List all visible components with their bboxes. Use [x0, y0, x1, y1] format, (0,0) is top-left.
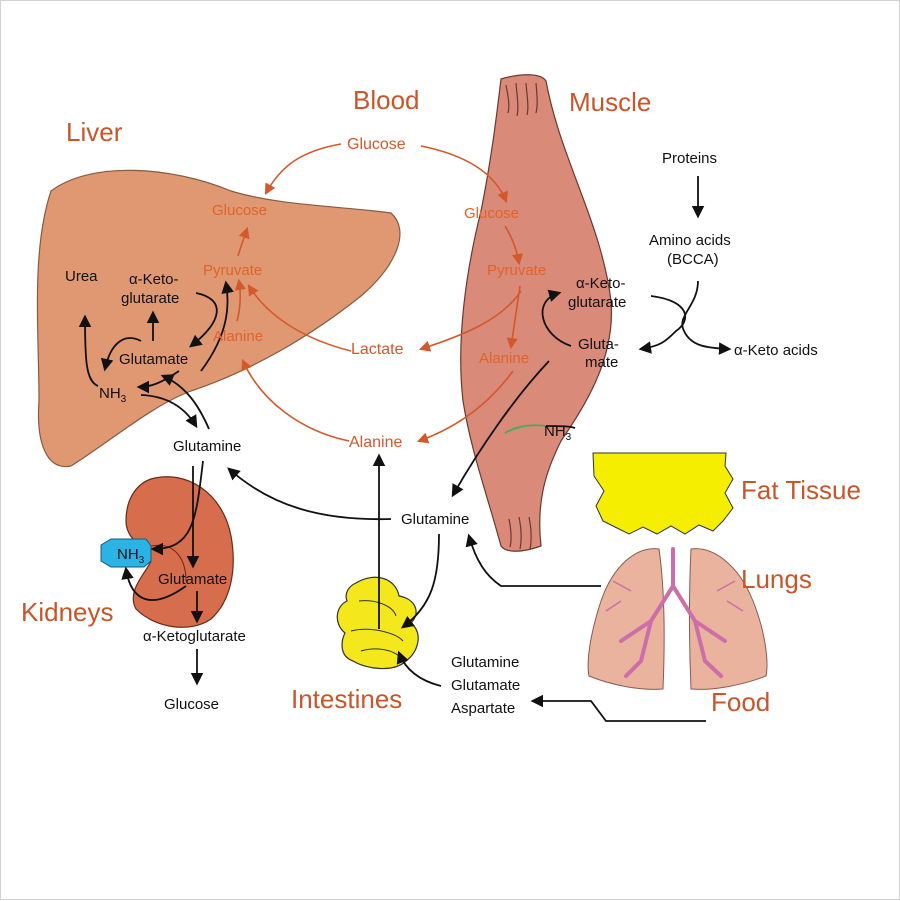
- lungs-label: Lungs: [741, 564, 812, 594]
- keto-acids-label: α-Keto acids: [734, 342, 818, 359]
- fat-tissue-label: Fat Tissue: [741, 475, 861, 505]
- lungs-shape: [587, 547, 768, 690]
- muscle-nh3: NH3: [544, 423, 572, 443]
- kidney-glutamate: Glutamate: [158, 571, 227, 588]
- intestines-label: Intestines: [291, 684, 402, 714]
- liver-urea: Urea: [65, 268, 98, 285]
- liver-glucose: Glucose: [212, 202, 267, 219]
- muscle-shape: [460, 74, 613, 552]
- kidney-glucose: Glucose: [164, 696, 219, 713]
- muscle-alanine: Alanine: [479, 350, 529, 367]
- muscle-glucose: Glucose: [464, 205, 519, 222]
- intestines-shape: [336, 576, 419, 670]
- liver-label: Liver: [66, 117, 123, 147]
- muscle-ketoglutarate-line2: glutarate: [568, 294, 626, 311]
- food-glutamate: Glutamate: [451, 677, 520, 694]
- nh3-kidney-shape: [100, 538, 152, 568]
- food-glutamine: Glutamine: [451, 654, 519, 671]
- blood-alanine: Alanine: [349, 434, 402, 451]
- blood-label: Blood: [353, 85, 420, 115]
- food-label: Food: [711, 687, 770, 717]
- liver-ketoglutarate-line2: glutarate: [121, 290, 179, 307]
- fat-tissue-shape: [592, 452, 734, 535]
- muscle-ketoglutarate-line1: α-Keto-: [576, 275, 626, 292]
- black-arrows: [78, 176, 732, 722]
- kidney-shape: [125, 476, 234, 628]
- liver-pyruvate: Pyruvate: [203, 262, 262, 279]
- blood-arrows: [234, 143, 524, 444]
- blood-lactate: Lactate: [351, 341, 404, 358]
- blood-glucose: Glucose: [347, 136, 406, 153]
- liver-alanine: Alanine: [213, 328, 263, 345]
- amino-acids-line2: (BCCA): [667, 251, 719, 268]
- kidney-ketoglutarate: α-Ketoglutarate: [143, 628, 246, 645]
- kidney-nh3: NH3: [117, 546, 145, 566]
- muscle-tendon-top: [505, 82, 538, 117]
- proteins-label: Proteins: [662, 150, 717, 167]
- liver-ketoglutarate-line1: α-Keto-: [129, 271, 179, 288]
- food-aspartate: Aspartate: [451, 700, 515, 717]
- liver-glutamate: Glutamate: [119, 351, 188, 368]
- muscle-tendon-bottom: [508, 516, 532, 550]
- muscle-glutamate-line1: Gluta-: [578, 336, 619, 353]
- central-glutamine: Glutamine: [401, 511, 469, 528]
- liver-nh3: NH3: [99, 385, 127, 405]
- liver-glutamine: Glutamine: [173, 438, 241, 455]
- liver-shape: [36, 169, 401, 468]
- muscle-glutamate-line2: mate: [585, 354, 618, 371]
- kidneys-label: Kidneys: [21, 597, 114, 627]
- muscle-pyruvate: Pyruvate: [487, 262, 546, 279]
- muscle-label: Muscle: [569, 87, 651, 117]
- amino-acids-line1: Amino acids: [649, 232, 731, 249]
